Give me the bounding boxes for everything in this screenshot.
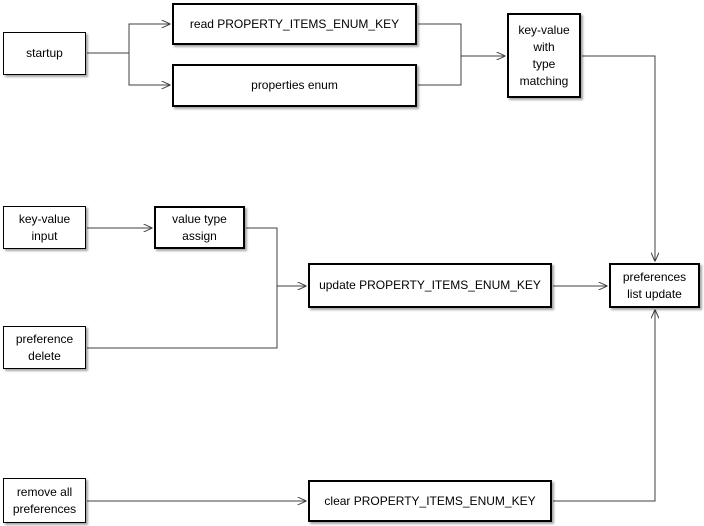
clear-key-box: clear PROPERTY_ITEMS_ENUM_KEY bbox=[308, 480, 552, 522]
read-key-box: read PROPERTY_ITEMS_ENUM_KEY bbox=[172, 3, 417, 45]
startup-box: startup bbox=[3, 32, 86, 75]
connector-properties-enum-to-kv-matching bbox=[418, 56, 462, 86]
connector-startup-to-read-key bbox=[87, 24, 170, 54]
connector-pref-delete-to-update-key bbox=[87, 286, 278, 349]
kv-matching-box: key-value with type matching bbox=[507, 13, 581, 98]
connector-startup-to-properties-enum bbox=[128, 53, 170, 85]
connector-read-key-to-kv-matching bbox=[418, 23, 505, 56]
connector-clear-key-to-pref-list bbox=[553, 310, 655, 502]
properties-enum-box: properties enum bbox=[172, 64, 417, 107]
remove-all-box: remove all preferences bbox=[3, 478, 86, 523]
preferences-list-update-box: preferences list update bbox=[609, 263, 700, 308]
update-key-box: update PROPERTY_ITEMS_ENUM_KEY bbox=[308, 263, 552, 308]
preference-delete-box: preference delete bbox=[3, 326, 86, 369]
connector-kv-matching-to-pref-list bbox=[582, 55, 655, 261]
value-type-assign-box: value type assign bbox=[154, 206, 245, 249]
connector-value-type-to-update-key bbox=[246, 227, 306, 286]
kv-input-box: key-value input bbox=[3, 206, 86, 249]
